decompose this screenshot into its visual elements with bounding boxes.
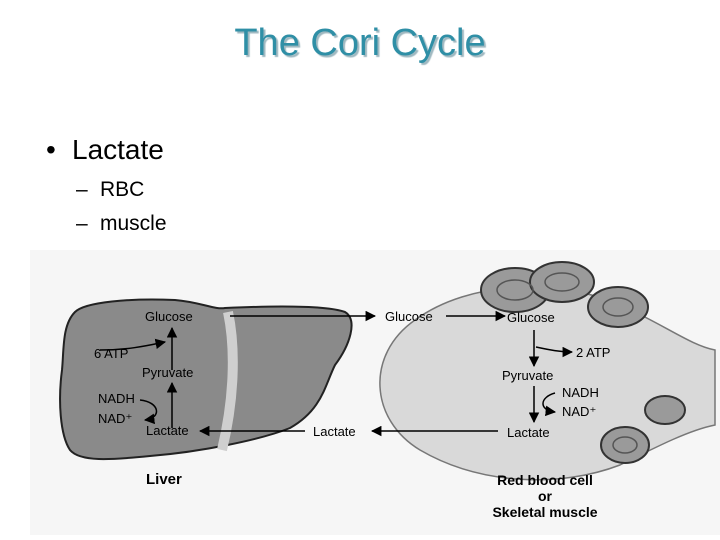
liver-label: Liver <box>146 471 182 488</box>
liver-glucose-label: Glucose <box>145 309 193 324</box>
sub-bullet-rbc: –RBC <box>76 178 144 202</box>
liver-nadh-label: NADH <box>98 391 135 406</box>
rbc-shape <box>529 261 595 303</box>
sub-bullet-text: muscle <box>100 212 167 235</box>
cell-label-line2: or <box>538 488 553 504</box>
rbc-shape <box>600 426 650 464</box>
bullet-dot-icon: • <box>46 134 56 165</box>
rbc-centers <box>496 272 638 454</box>
liver-nad-label: NAD⁺ <box>98 411 132 426</box>
liver-lobe-divider <box>217 310 238 452</box>
dash-icon: – <box>76 178 88 201</box>
liver-shape <box>59 298 353 461</box>
liver-pyruvate-label: Pyruvate <box>142 365 193 380</box>
liver-atp-arrow <box>99 338 167 351</box>
blood-glucose-label: Glucose <box>385 309 433 324</box>
cori-cycle-diagram: Glucose 6 ATP Pyruvate NADH NAD⁺ Lactate… <box>30 250 720 535</box>
cell-atp-arrow <box>535 346 574 358</box>
rbc-shape <box>587 286 649 328</box>
cell-nad-arrow <box>542 392 557 417</box>
red-blood-cells <box>480 261 686 464</box>
bullet-text: Lactate <box>72 134 164 165</box>
liver-nad-arrow <box>139 399 158 425</box>
bullet-lactate: • Lactate <box>46 134 164 166</box>
sub-bullet-muscle: –muscle <box>76 212 167 236</box>
sub-bullet-text: RBC <box>100 178 145 201</box>
cell-nad-label: NAD⁺ <box>562 404 596 419</box>
cell-atp-label: 2 ATP <box>576 345 610 360</box>
liver-lactate-label: Lactate <box>146 423 189 438</box>
cell-label-line3: Skeletal muscle <box>492 504 597 520</box>
cell-glucose-label: Glucose <box>507 310 555 325</box>
cell-nadh-label: NADH <box>562 385 599 400</box>
rbc-shape <box>644 395 686 425</box>
slide-title: The Cori Cycle <box>234 22 486 64</box>
cell-label-line1: Red blood cell <box>497 472 593 488</box>
blood-lactate-label: Lactate <box>313 424 356 439</box>
cell-lactate-label: Lactate <box>507 425 550 440</box>
cell-pyruvate-label: Pyruvate <box>502 368 553 383</box>
liver-atp-label: 6 ATP <box>94 346 128 361</box>
dash-icon: – <box>76 212 88 235</box>
